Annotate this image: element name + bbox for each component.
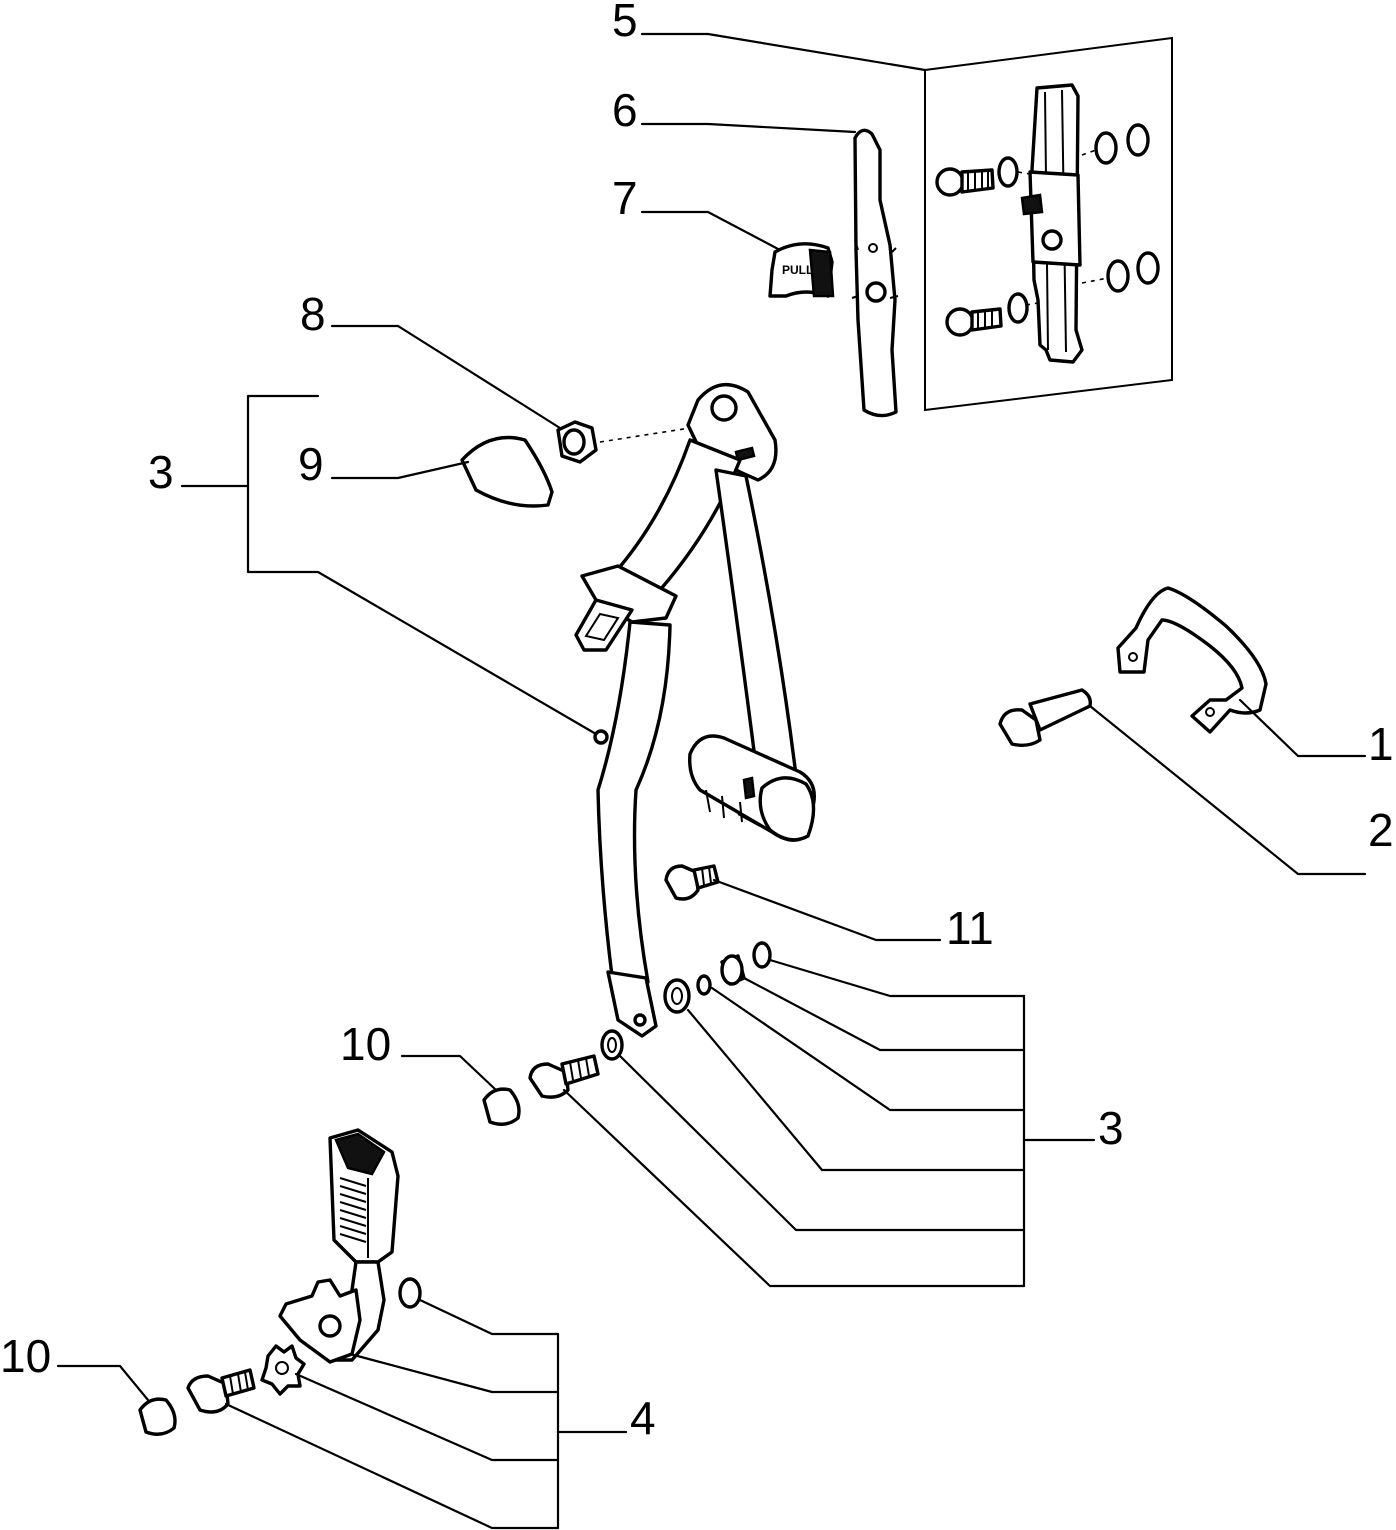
label-2: 2 (1368, 804, 1394, 856)
part-8-nut (556, 420, 691, 464)
label-3-lower: 3 (1098, 1102, 1124, 1154)
label-1: 1 (1368, 718, 1394, 770)
label-11: 11 (946, 902, 994, 954)
part-5-height-adjuster (924, 36, 1173, 412)
part-4-buckle-assembly (186, 1128, 422, 1414)
lower-anchor-hardware (528, 941, 772, 1099)
label-10-upper: 10 (340, 1018, 391, 1070)
part-6-anchor-plate (851, 128, 899, 418)
part-10-cap-lower (138, 1397, 177, 1436)
label-3-upper: 3 (148, 446, 174, 498)
label-5: 5 (612, 0, 638, 46)
leader-lines (56, 32, 1367, 1530)
label-10-lower: 10 (0, 1330, 51, 1382)
adjuster-screw-upper (935, 167, 995, 197)
part-1-grab-handle (1116, 586, 1268, 734)
knob-text: PULL (782, 263, 813, 277)
label-8: 8 (300, 288, 326, 340)
part-2-bolt (998, 688, 1093, 748)
label-7: 7 (612, 172, 638, 224)
part-10-cap-upper (482, 1087, 521, 1126)
label-4: 4 (630, 1392, 656, 1444)
callout-labels: 5 6 7 8 9 3 1 2 11 3 10 10 4 (0, 0, 1394, 1444)
adjuster-screw-lower (945, 307, 1003, 337)
part-11-bolt (664, 864, 720, 901)
belt-assembly (574, 382, 816, 1038)
label-6: 6 (612, 84, 638, 136)
label-9: 9 (298, 438, 324, 490)
part-7-pull-knob: PULL (768, 242, 835, 298)
part-9-cover-cap (460, 435, 554, 508)
